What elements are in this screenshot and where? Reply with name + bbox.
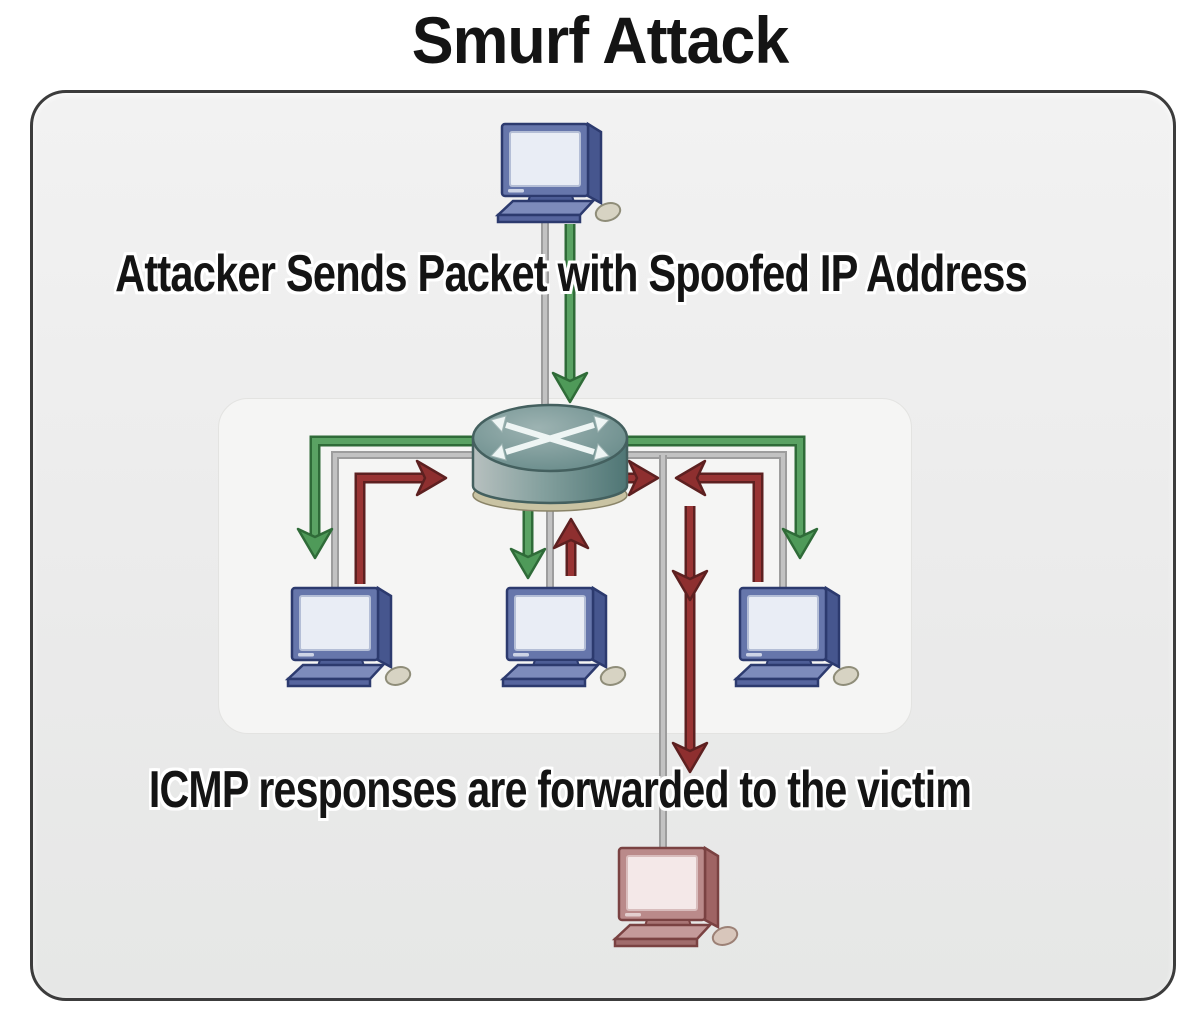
amplifier-host-icon-3 bbox=[734, 586, 862, 690]
broadcast-arrow-left bbox=[296, 435, 545, 560]
broadcast-arrow-middle bbox=[509, 505, 547, 580]
network-link-lines bbox=[331, 220, 787, 852]
victim-caption: ICMP responses are forwarded to the vict… bbox=[148, 761, 972, 819]
amplifier-host-icon-2 bbox=[501, 586, 629, 690]
router-icon bbox=[471, 403, 629, 512]
attacker-caption: Attacker Sends Packet with Spoofed IP Ad… bbox=[115, 245, 1028, 303]
router-route-arrows bbox=[490, 415, 610, 461]
response-arrow-right bbox=[674, 459, 764, 582]
amplifier-host-icon-1 bbox=[286, 586, 414, 690]
response-arrow-left bbox=[354, 459, 448, 584]
forward-to-victim-arrow bbox=[671, 506, 709, 774]
response-arrow-middle bbox=[552, 517, 590, 576]
broadcast-arrow-right bbox=[545, 435, 819, 560]
attack-packet-arrow bbox=[551, 224, 589, 404]
forward-out-arrow bbox=[627, 459, 660, 497]
victim-computer-icon bbox=[613, 846, 741, 950]
page-title: Smurf Attack bbox=[411, 3, 789, 77]
attacker-computer-icon bbox=[496, 122, 624, 226]
